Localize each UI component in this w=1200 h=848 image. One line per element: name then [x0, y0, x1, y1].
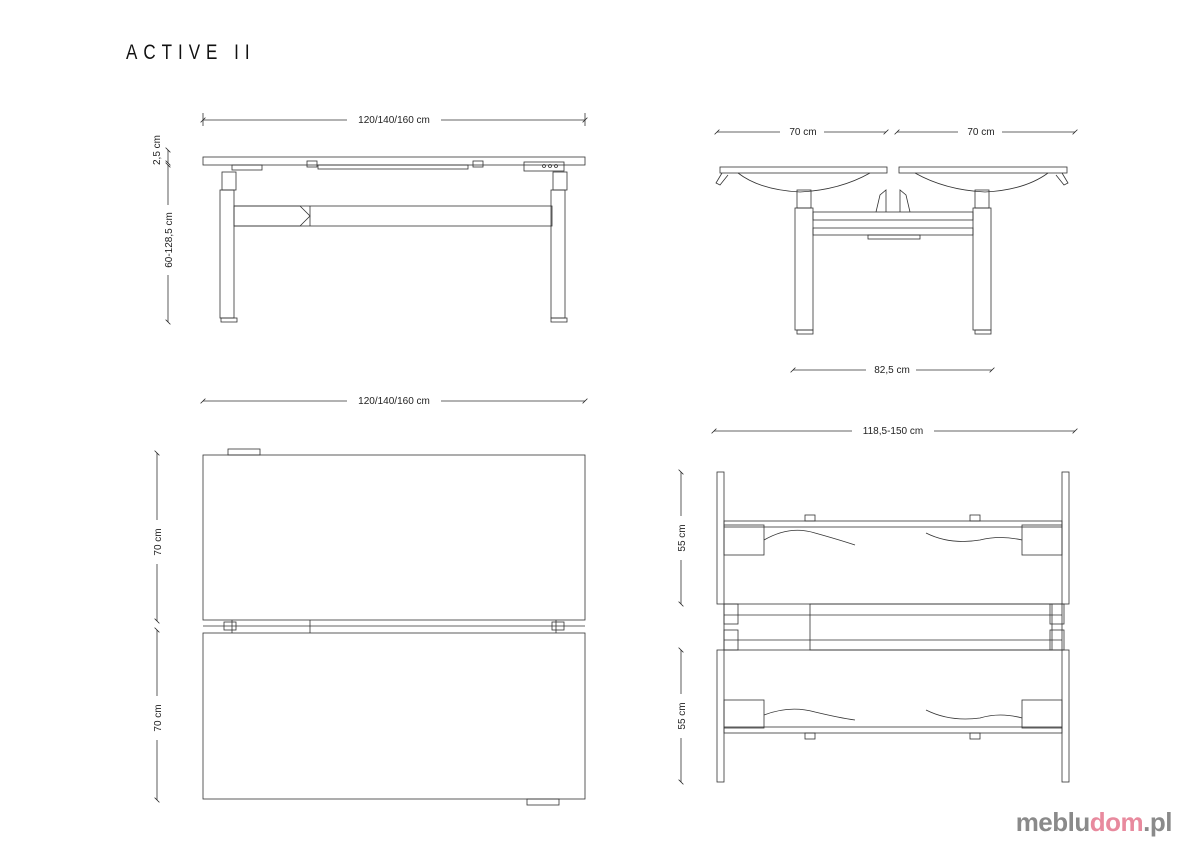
- dim-plan-depth-top: 70 cm: [153, 528, 164, 555]
- dim-frame-width: 118,5-150 cm: [863, 426, 923, 437]
- dim-side-top-left: 70 cm: [789, 127, 816, 138]
- dim-front-width: 120/140/160 cm: [358, 115, 430, 126]
- dim-height-range: 60-128,5 cm: [164, 212, 175, 268]
- plan-view-tops: [154, 398, 588, 806]
- brand-logo: mebludom.pl: [1015, 807, 1173, 837]
- dim-frame-depth-top: 55 cm: [677, 524, 688, 551]
- product-title: ACTIVE II: [126, 40, 256, 64]
- dim-top-thickness: 2,5 cm: [152, 135, 163, 165]
- dim-side-base: 82,5 cm: [874, 365, 910, 376]
- frame-view: [678, 428, 1078, 785]
- front-view: [165, 113, 588, 325]
- dim-plan-depth-bottom: 70 cm: [153, 704, 164, 731]
- dim-plan-width: 120/140/160 cm: [358, 396, 430, 407]
- dim-side-top-right: 70 cm: [967, 127, 994, 138]
- side-view: [714, 129, 1078, 373]
- dim-frame-depth-bottom: 55 cm: [677, 702, 688, 729]
